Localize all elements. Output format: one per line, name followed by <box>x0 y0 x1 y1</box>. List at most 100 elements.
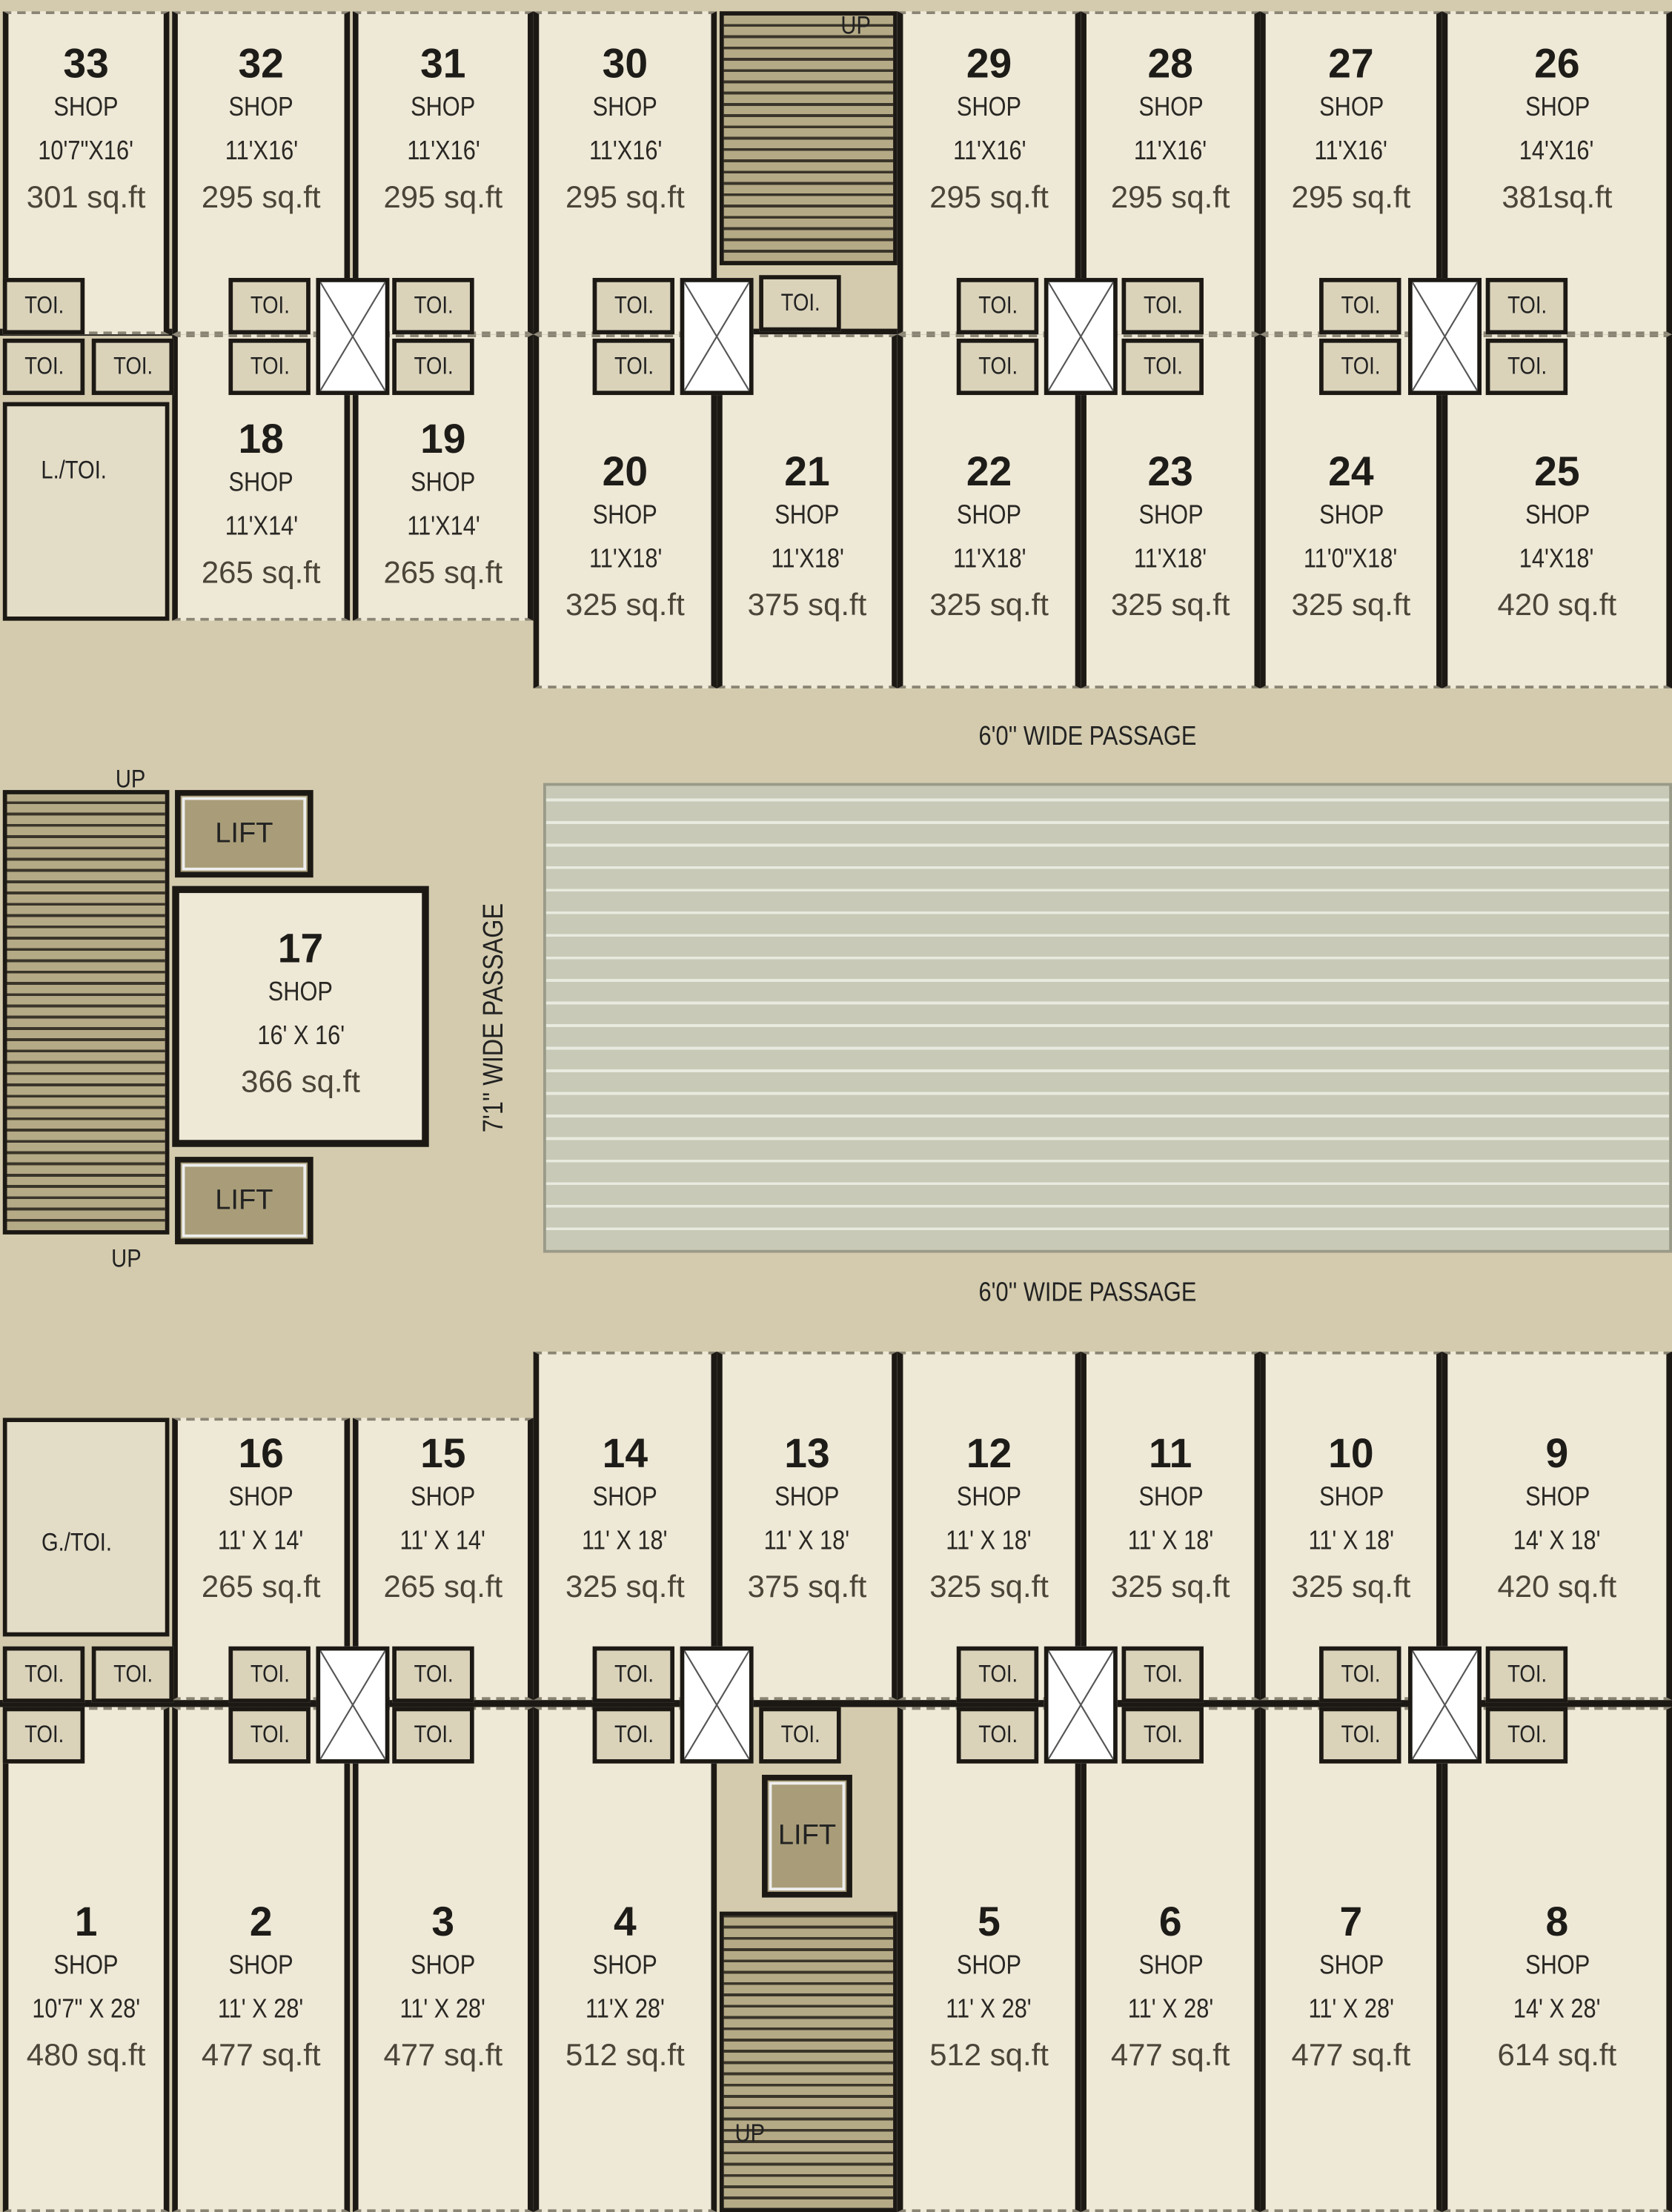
shop-area: 375 sq.ft <box>747 586 867 622</box>
toilet-label: TOI. <box>24 352 64 380</box>
toilet-room: TOI. <box>592 278 675 335</box>
shop-number: 3 <box>431 1900 455 1946</box>
toilet-room: TOI. <box>592 1707 675 1764</box>
lift-label: LIFT <box>777 1819 837 1851</box>
shop-area: 295 sq.ft <box>1291 179 1411 215</box>
shop-type: SHOP <box>1525 93 1590 123</box>
toilet-label: TOI. <box>978 292 1018 319</box>
shop-type: SHOP <box>592 1950 657 1981</box>
shop-number: 8 <box>1545 1900 1569 1946</box>
shop-size: 11' X 14' <box>218 1526 304 1556</box>
shop-size: 10'7" X 28' <box>32 1994 141 2025</box>
duct-shaft <box>316 278 390 396</box>
toilet-room: TOI. <box>956 338 1039 396</box>
shop-area: 477 sq.ft <box>383 2037 503 2073</box>
shop-number: 29 <box>966 42 1012 88</box>
duct-shaft <box>1407 278 1482 396</box>
duct-shaft <box>680 1646 754 1764</box>
shop-type: SHOP <box>1318 93 1384 123</box>
shop-number: 5 <box>978 1900 1001 1946</box>
shop-area: 325 sq.ft <box>1291 1569 1411 1604</box>
toilet-label: TOI. <box>413 352 453 380</box>
shop-type: SHOP <box>1525 500 1590 531</box>
stair-up-label-left-top: UP <box>115 764 146 793</box>
staircase-left <box>2 790 170 1235</box>
toilet-room: TOI. <box>2 278 85 335</box>
shop-size: 11' X 28' <box>218 1994 304 2025</box>
shop-type: SHOP <box>228 468 293 499</box>
shop-size: 11' X 18' <box>582 1526 669 1556</box>
toilet-room: TOI. <box>1485 1646 1568 1703</box>
toilet-room: TOI. <box>759 1707 841 1764</box>
shop-size: 11'X16' <box>1314 136 1388 167</box>
toilet-room: TOI. <box>392 1707 474 1764</box>
shop-number: 14 <box>602 1432 648 1478</box>
shop-type: SHOP <box>53 93 119 123</box>
shop-area: 295 sq.ft <box>1110 179 1230 215</box>
shop-type: SHOP <box>956 500 1022 531</box>
shop-size: 11'X 28' <box>585 1994 665 2025</box>
shop-area: 325 sq.ft <box>1291 586 1411 622</box>
toilet-room: TOI. <box>1485 1707 1568 1764</box>
shop-number: 6 <box>1158 1900 1182 1946</box>
gents-toilet-label: G./TOI. <box>41 1527 112 1556</box>
shop-type: SHOP <box>411 1482 476 1512</box>
shop-size: 11'X18' <box>770 544 844 574</box>
duct-shaft <box>680 278 754 396</box>
shop-number: 26 <box>1534 42 1580 88</box>
shop-size: 11'X14' <box>224 512 298 542</box>
shop-area: 420 sq.ft <box>1497 586 1617 622</box>
shop-type: SHOP <box>1138 500 1203 531</box>
toilet-label: TOI. <box>413 1721 453 1748</box>
toilet-room: TOI. <box>2 1646 85 1703</box>
toilet-room: TOI. <box>1121 278 1204 335</box>
stair-up-label-bottom: UP <box>734 2119 766 2148</box>
shop-area: 265 sq.ft <box>201 554 321 590</box>
shop-number: 31 <box>420 42 466 88</box>
wall-upper-corridor <box>0 328 1672 336</box>
shop-number: 17 <box>277 926 324 972</box>
shop-number: 21 <box>784 450 830 496</box>
shop-number: 27 <box>1328 42 1374 88</box>
shop-size: 11' X 18' <box>1308 1526 1394 1556</box>
lift-label: LIFT <box>215 817 273 849</box>
lift-bottom: LIFT <box>762 1774 852 1898</box>
shop-type: SHOP <box>268 977 334 1008</box>
toilet-label: TOI. <box>614 292 654 319</box>
shop-size: 14'X16' <box>1519 136 1595 167</box>
toilet-label: TOI. <box>413 1660 453 1687</box>
shop-area: 265 sq.ft <box>383 1569 503 1604</box>
shop-area: 477 sq.ft <box>201 2037 321 2073</box>
toilet-label: TOI. <box>113 1660 153 1687</box>
lift-lower: LIFT <box>175 1157 314 1245</box>
shop-number: 9 <box>1545 1432 1569 1478</box>
staircase-top <box>719 11 898 265</box>
toilet-room: TOI. <box>392 338 474 396</box>
toilet-room: TOI. <box>956 1646 1039 1703</box>
